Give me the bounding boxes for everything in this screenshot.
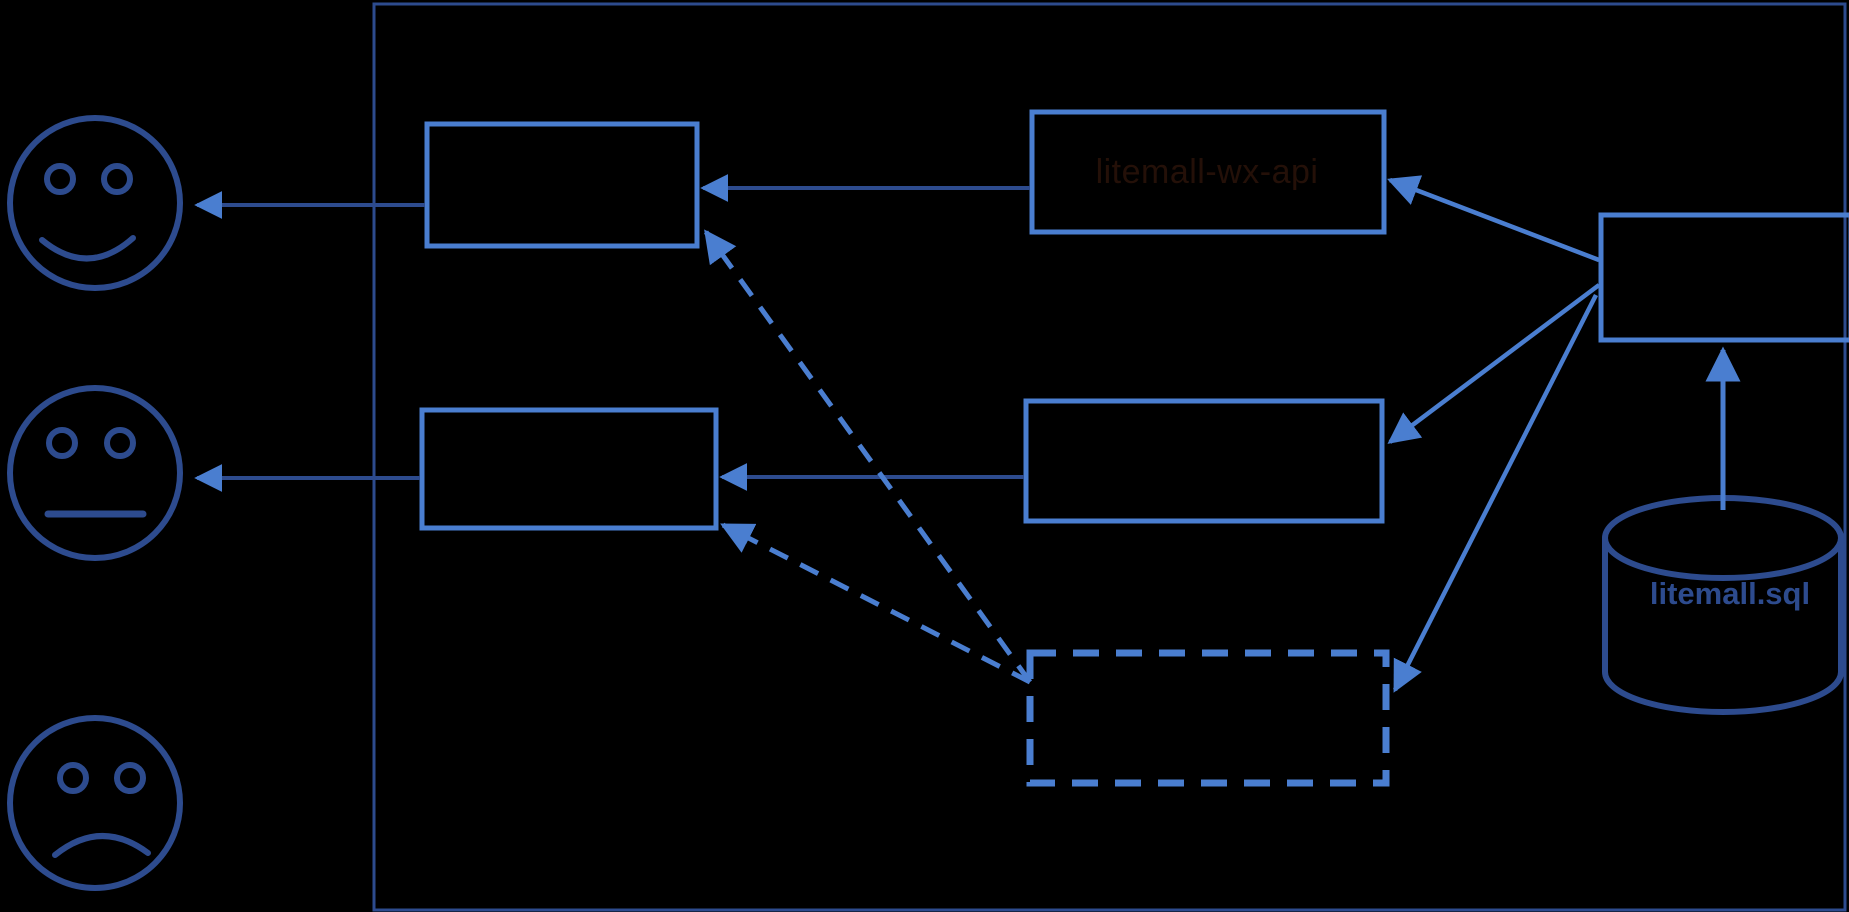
neutral-face-icon [7, 385, 183, 561]
happy-face-icon [7, 115, 183, 291]
database-litemall-sql[interactable] [1602, 495, 1844, 715]
node-dashed-optional[interactable] [1026, 649, 1390, 787]
dashed-arrow-to-node-top-left [703, 229, 1033, 684]
node-mid-right[interactable] [1023, 398, 1385, 524]
system-boundary [372, 2, 1847, 912]
sad-face-icon [7, 715, 183, 891]
node-mid-left[interactable] [419, 407, 719, 531]
node-litemall-wx-api[interactable] [1029, 109, 1387, 235]
arrow-far-right-to-wx-api [1387, 175, 1600, 263]
node-far-right[interactable] [1598, 212, 1849, 343]
arrow-far-right-to-mid-right [1387, 283, 1601, 444]
dashed-arrow-to-node-mid-left [720, 522, 1032, 685]
node-top-left[interactable] [424, 121, 700, 249]
arrow-far-right-to-dashed-node [1392, 293, 1599, 693]
